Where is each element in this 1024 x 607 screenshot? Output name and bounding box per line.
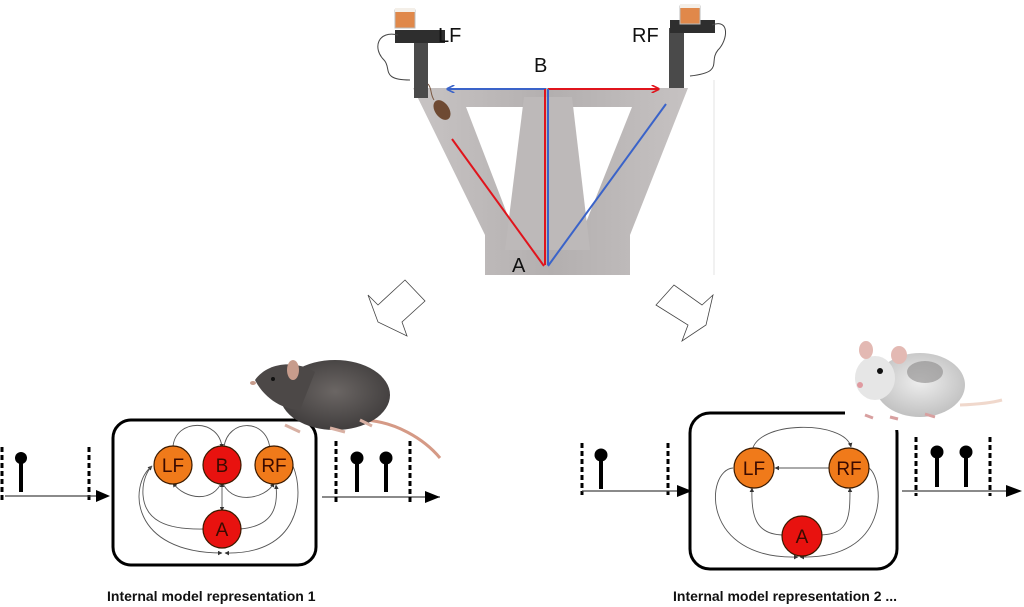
caption-model-2: Internal model representation 2 ...: [673, 588, 898, 604]
blue-path-right-arm: [547, 103, 667, 267]
output-spike-train-2: [902, 437, 1022, 497]
node-rf: [254, 445, 294, 485]
node-rf: [828, 447, 870, 489]
node-label-a: A: [796, 527, 809, 548]
model-box-1: [111, 418, 318, 567]
caption-model-1: Internal model representation 1: [107, 588, 316, 604]
model-1-edges: [138, 425, 299, 556]
red-path-left-arm: [451, 138, 545, 267]
node-b: [202, 445, 242, 485]
maze-label-a: A: [512, 255, 526, 277]
input-spike-train-1: [0, 447, 110, 502]
node-label-lf: LF: [743, 459, 765, 480]
right-wire: [689, 23, 726, 77]
model-2: LF RF A: [580, 335, 1024, 571]
left-feeder-post: [414, 38, 428, 98]
node-label-lf: LF: [162, 456, 184, 477]
input-spike-train-2: [580, 443, 692, 497]
left-wire: [377, 33, 411, 81]
model-2-edges: [715, 426, 879, 560]
node-lf: [733, 447, 775, 489]
node-label-rf: RF: [836, 459, 861, 480]
output-spike-train-1: [322, 441, 440, 503]
node-a: [781, 515, 823, 557]
grey-rat-image: [845, 335, 1024, 430]
node-a: [202, 509, 242, 549]
model-box-2: [688, 411, 899, 571]
node-lf: [153, 445, 193, 485]
model-2-nodes: LF RF A: [733, 447, 870, 557]
maze-label-lf: LF: [438, 25, 461, 47]
node-label-a: A: [216, 520, 229, 541]
maze-label-b: B: [534, 55, 547, 77]
model-1: LF B RF A: [0, 360, 442, 567]
left-reward-cup: [394, 8, 416, 29]
model-1-nodes: LF B RF A: [153, 445, 294, 549]
right-reward-cup: [679, 4, 701, 25]
t-maze: LF RF B A: [377, 4, 726, 277]
maze-rat: [427, 83, 451, 120]
right-feeder-post: [669, 28, 684, 88]
node-label-rf: RF: [261, 456, 286, 477]
left-feeder-platform: [395, 30, 445, 43]
maze-label-rf: RF: [632, 25, 659, 47]
block-arrow-right-icon: [655, 284, 714, 343]
dark-rat-image: [250, 360, 442, 459]
block-arrow-left-icon: [367, 279, 426, 337]
node-label-b: B: [216, 456, 229, 477]
